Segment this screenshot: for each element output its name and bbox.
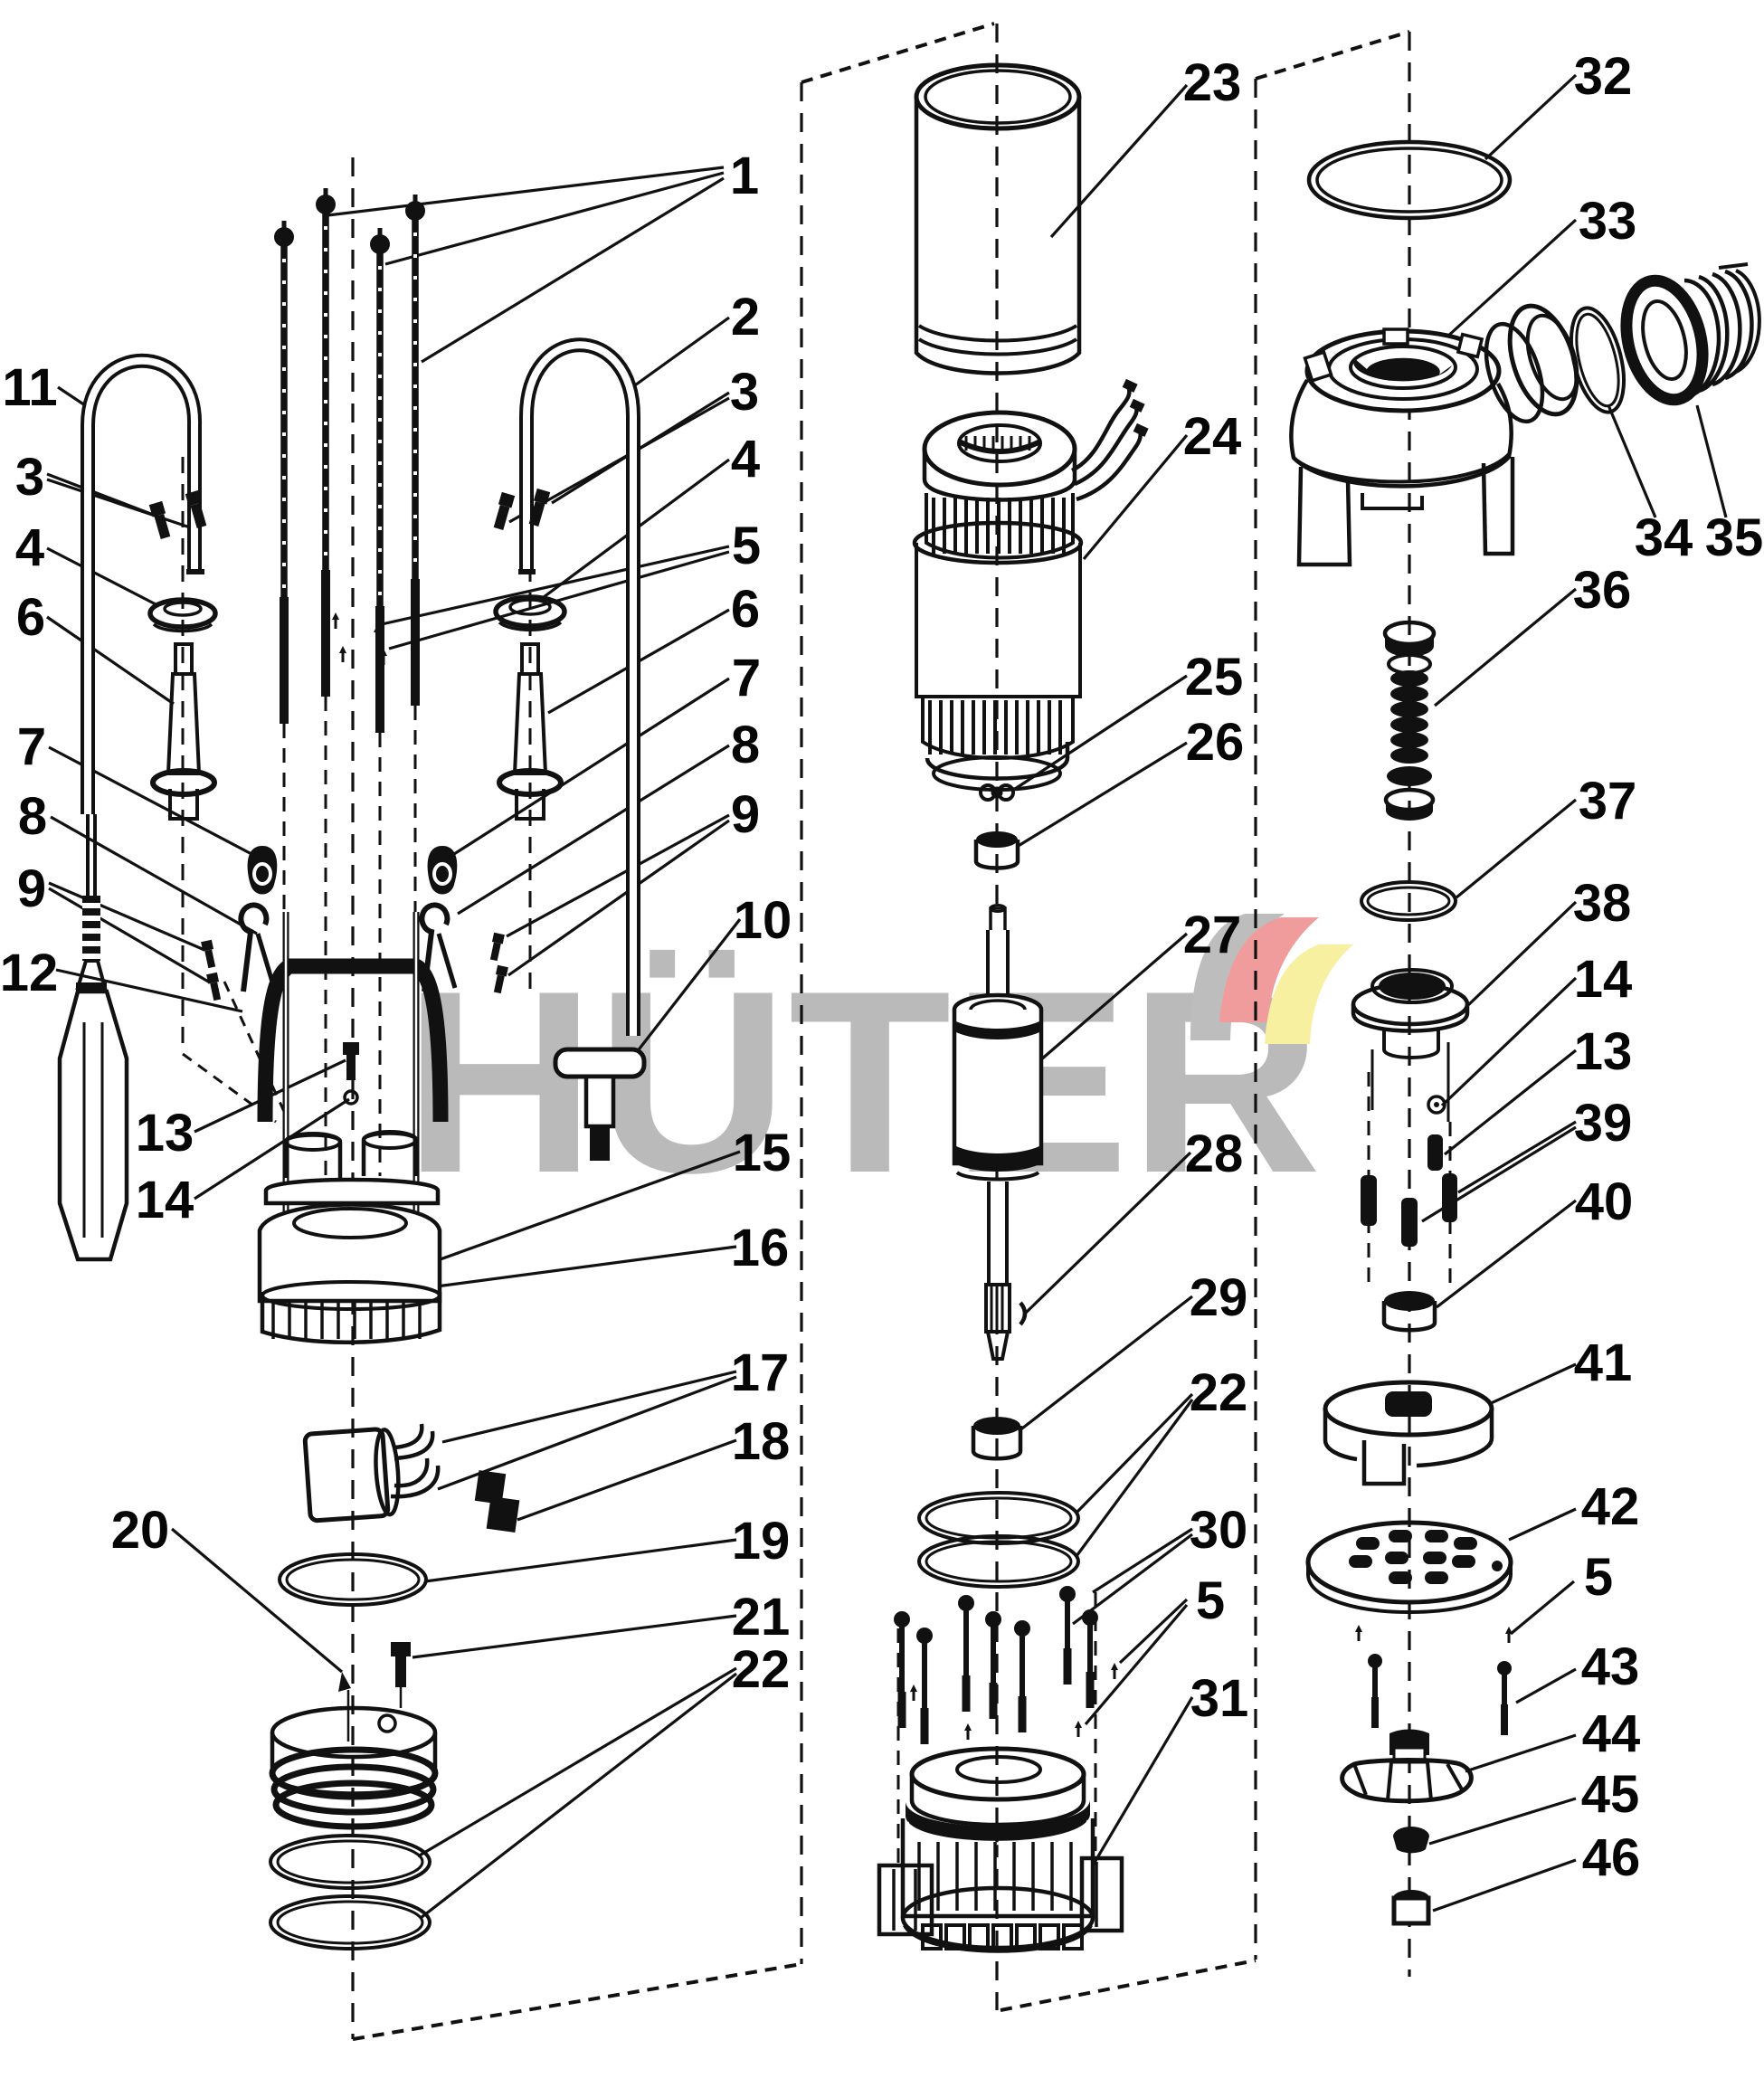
svg-text:31: 31 <box>1190 1669 1249 1728</box>
svg-text:15: 15 <box>733 1124 792 1182</box>
svg-text:10: 10 <box>734 891 792 950</box>
svg-text:16: 16 <box>731 1219 790 1277</box>
svg-text:13: 13 <box>136 1104 194 1163</box>
svg-text:4: 4 <box>731 430 760 489</box>
svg-text:45: 45 <box>1581 1765 1640 1824</box>
svg-text:5: 5 <box>732 517 761 575</box>
svg-text:26: 26 <box>1186 713 1245 772</box>
svg-text:34: 34 <box>1635 508 1693 567</box>
svg-text:23: 23 <box>1183 53 1242 112</box>
svg-text:2: 2 <box>731 288 760 346</box>
svg-text:22: 22 <box>1190 1363 1248 1422</box>
svg-text:5: 5 <box>1584 1548 1613 1607</box>
svg-text:6: 6 <box>16 588 45 647</box>
svg-text:28: 28 <box>1185 1125 1244 1183</box>
svg-text:35: 35 <box>1705 508 1764 567</box>
svg-text:39: 39 <box>1574 1094 1633 1153</box>
svg-text:24: 24 <box>1183 407 1242 466</box>
svg-text:HÜTER: HÜTER <box>403 936 1322 1227</box>
svg-text:40: 40 <box>1575 1172 1634 1231</box>
svg-text:29: 29 <box>1190 1268 1248 1327</box>
svg-text:44: 44 <box>1582 1704 1641 1763</box>
svg-text:38: 38 <box>1573 874 1632 933</box>
svg-text:41: 41 <box>1574 1333 1633 1392</box>
svg-text:9: 9 <box>17 859 46 918</box>
svg-text:4: 4 <box>15 518 44 577</box>
svg-text:13: 13 <box>1574 1022 1633 1081</box>
svg-text:14: 14 <box>1574 950 1633 1009</box>
svg-text:22: 22 <box>732 1640 791 1699</box>
svg-text:25: 25 <box>1185 648 1244 707</box>
svg-text:3: 3 <box>15 448 44 507</box>
svg-text:36: 36 <box>1573 561 1632 620</box>
svg-text:32: 32 <box>1574 47 1633 106</box>
svg-text:9: 9 <box>731 785 760 844</box>
svg-text:14: 14 <box>136 1171 194 1229</box>
svg-text:21: 21 <box>732 1588 791 1647</box>
svg-text:17: 17 <box>731 1343 790 1402</box>
svg-text:3: 3 <box>730 363 759 422</box>
svg-text:30: 30 <box>1190 1501 1248 1560</box>
svg-text:11: 11 <box>2 358 57 417</box>
svg-text:8: 8 <box>18 787 47 846</box>
svg-text:6: 6 <box>731 580 760 639</box>
svg-text:18: 18 <box>732 1412 791 1471</box>
svg-text:46: 46 <box>1582 1828 1641 1887</box>
svg-text:19: 19 <box>732 1512 791 1571</box>
svg-text:20: 20 <box>111 1501 170 1560</box>
svg-text:33: 33 <box>1579 192 1637 251</box>
svg-text:5: 5 <box>1196 1571 1225 1630</box>
svg-text:27: 27 <box>1183 906 1242 964</box>
svg-text:1: 1 <box>730 147 759 205</box>
svg-text:43: 43 <box>1581 1637 1640 1696</box>
svg-text:7: 7 <box>732 649 761 707</box>
svg-text:12: 12 <box>0 944 58 1002</box>
svg-text:8: 8 <box>731 716 760 774</box>
svg-text:42: 42 <box>1581 1477 1640 1536</box>
svg-text:7: 7 <box>17 717 46 776</box>
svg-text:37: 37 <box>1579 772 1637 830</box>
